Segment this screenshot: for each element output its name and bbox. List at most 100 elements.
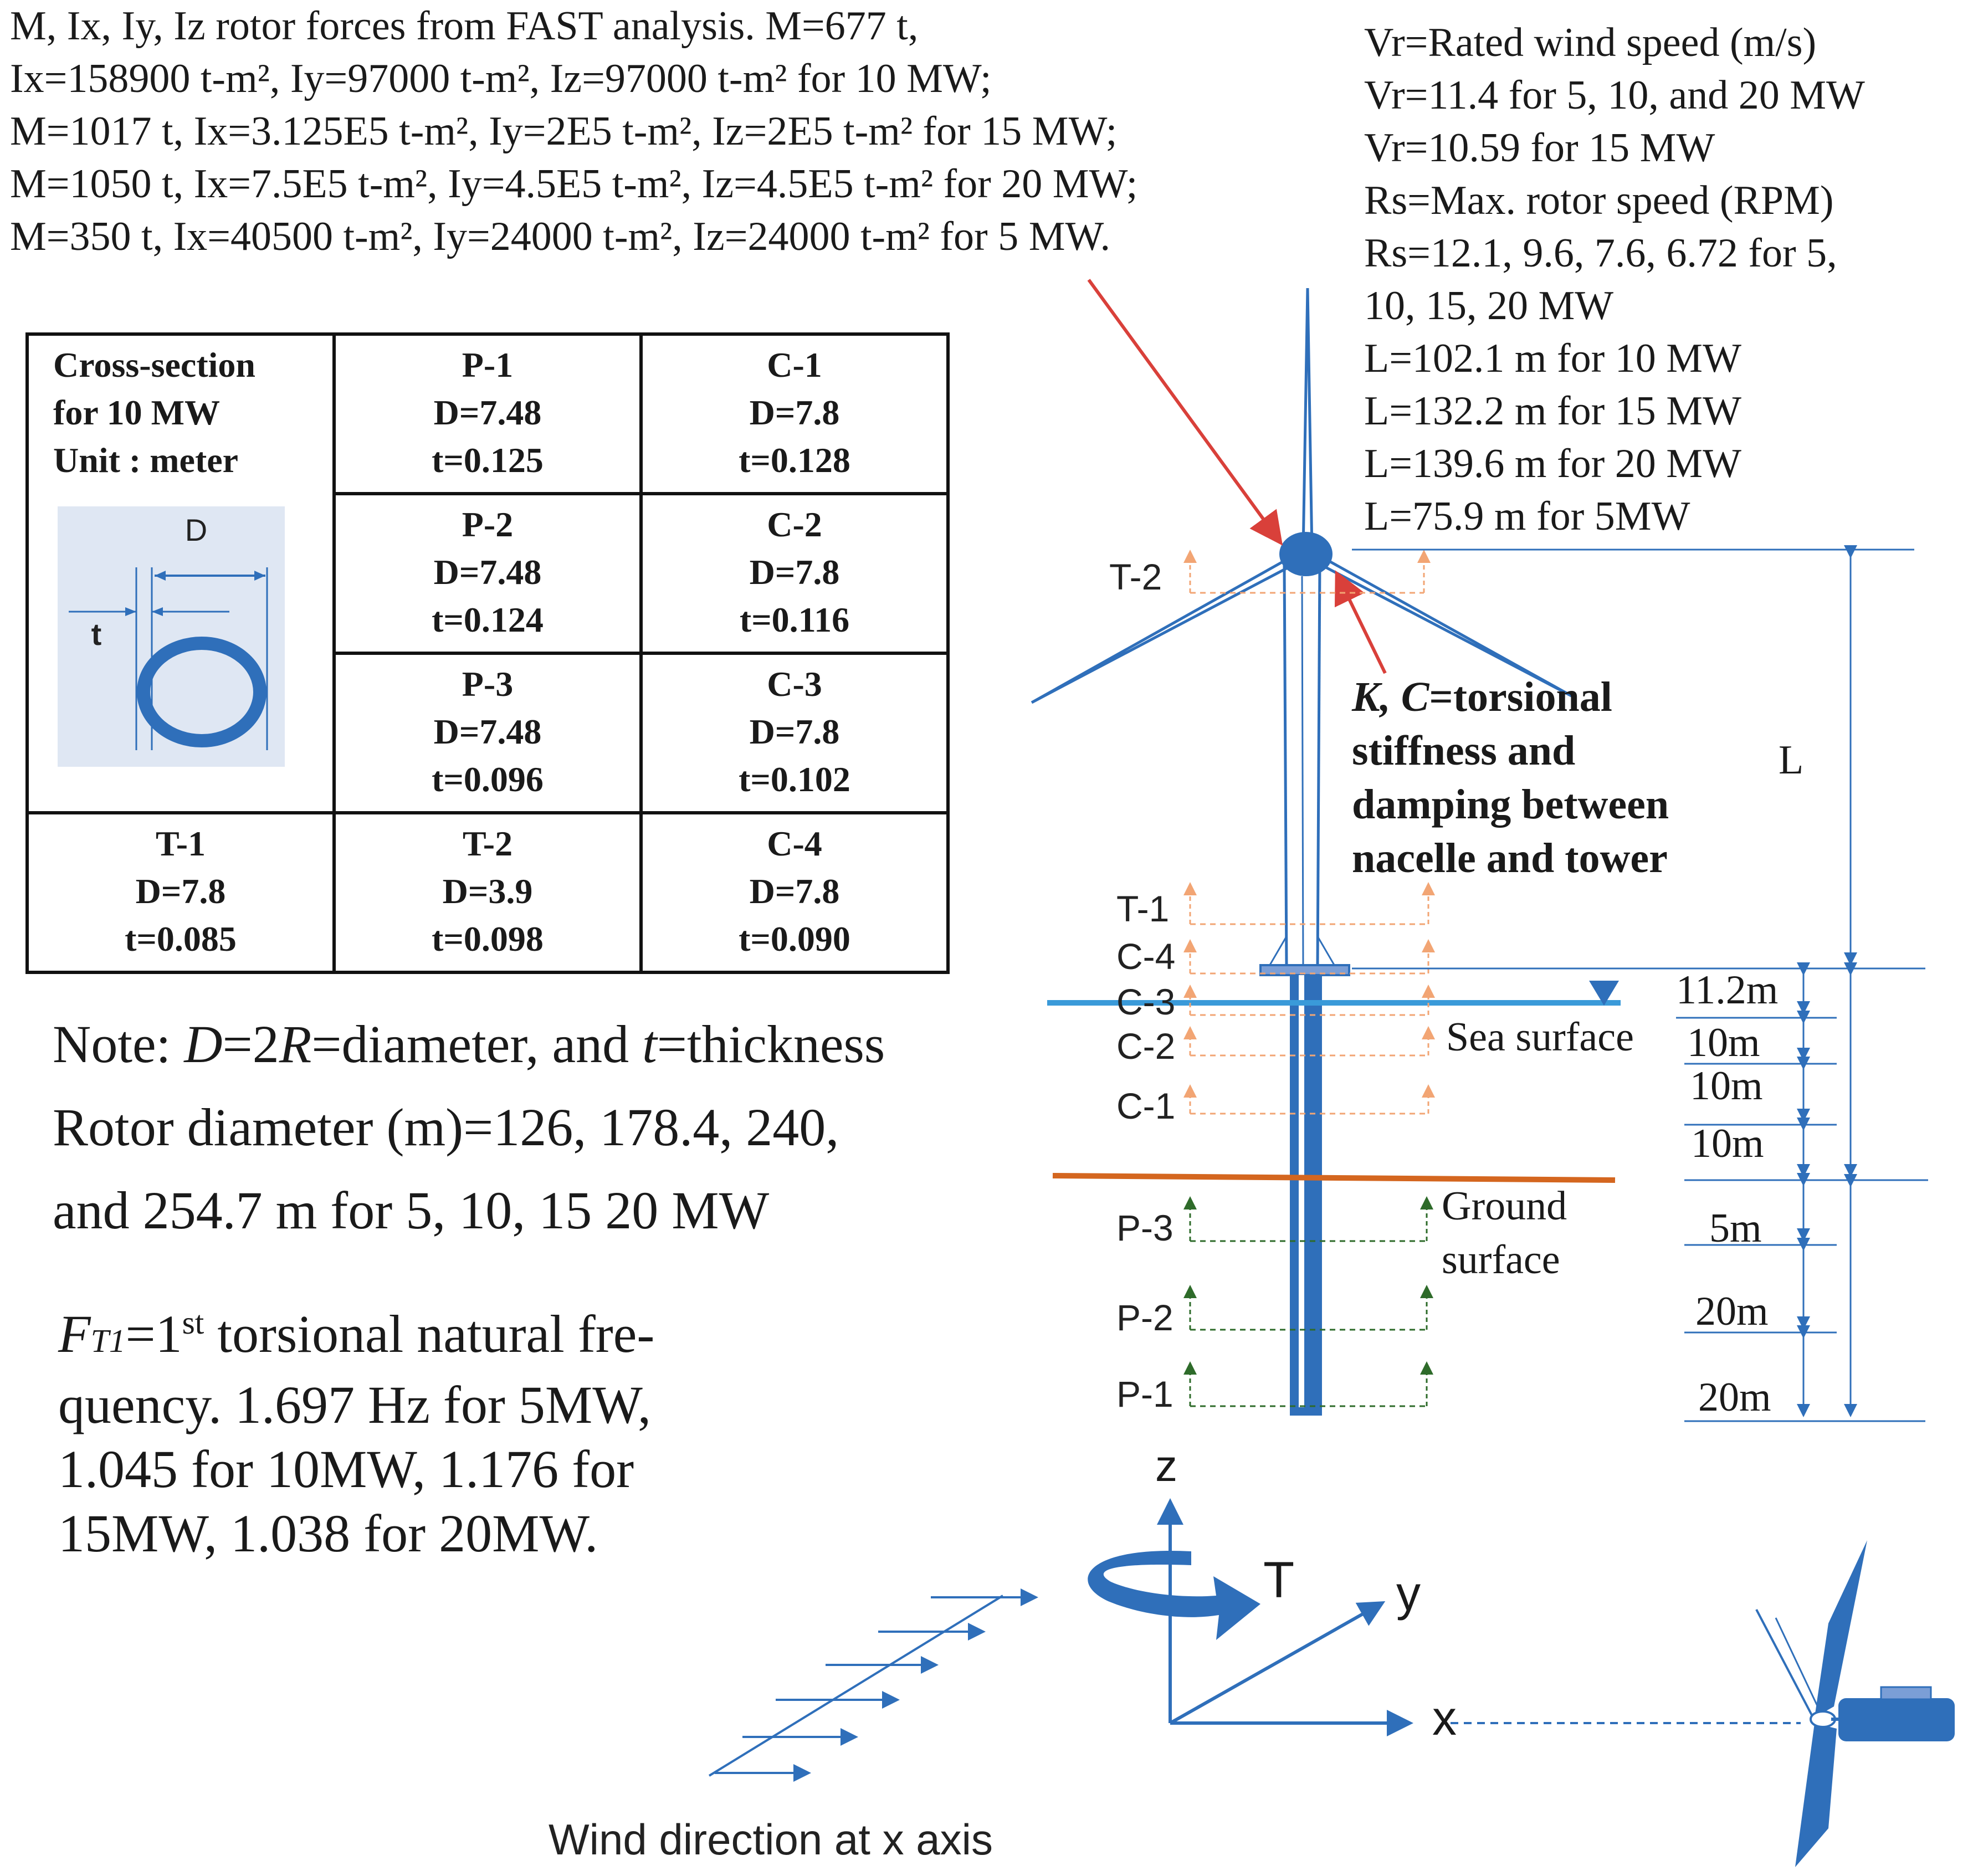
cell-p1-name: P-1	[462, 345, 514, 385]
axis-label-y: y	[1396, 1566, 1421, 1621]
axis-label-z: z	[1155, 1441, 1177, 1490]
cell-c1-name: C-1	[767, 345, 822, 385]
header-line-2: for 10 MW	[53, 393, 220, 432]
cell-c3: C-3 D=7.8 t=0.102	[639, 652, 950, 814]
sea-level-marker-icon	[1589, 981, 1619, 1006]
right-line-6: 10, 15, 20 MW	[1364, 283, 1614, 329]
torque-arrow-icon	[1088, 1550, 1260, 1640]
dim-label-5m: 5m	[1709, 1206, 1762, 1251]
dim-label-11-2m: 11.2m	[1676, 967, 1779, 1013]
right-line-7: L=102.1 m for 10 MW	[1364, 336, 1741, 381]
label-t2: T-2	[1109, 556, 1162, 597]
cell-p2-name: P-2	[462, 505, 514, 544]
rotor-diameter-line-1: Rotor diameter (m)=126, 178.4, 240,	[53, 1098, 839, 1157]
freq-rest: torsional natural fre-	[204, 1304, 655, 1364]
cell-c1-t: t=0.128	[739, 440, 850, 480]
annotation-comma: ,	[1380, 674, 1401, 720]
cell-c2-d: D=7.8	[749, 552, 840, 592]
cell-p3: P-3 D=7.48 t=0.096	[332, 652, 643, 814]
dimension-lines	[1352, 545, 1928, 1422]
wind-profile-arrows	[708, 1588, 1038, 1782]
wind-direction-caption: Wind direction at x axis	[549, 1815, 993, 1864]
cell-c4-d: D=7.8	[749, 872, 840, 911]
cell-c3-t: t=0.102	[739, 760, 850, 799]
torsional-spring-annotation: K, C=torsional stiffness and damping bet…	[1352, 670, 1669, 885]
freq-subscript: T1	[90, 1323, 126, 1359]
label-t1: T-1	[1116, 888, 1170, 929]
cell-t1-t: t=0.085	[125, 919, 237, 958]
note-prefix: Note:	[53, 1014, 185, 1074]
wind-speed-text: Vr=Rated wind speed (m/s) Vr=11.4 for 5,…	[1364, 17, 1968, 543]
torque-label-t: T	[1263, 1552, 1295, 1608]
cell-c2-name: C-2	[767, 505, 822, 544]
rotor-line-3: M=1017 t, Ix=3.125E5 t-m², Iy=2E5 t-m², …	[10, 109, 1118, 154]
cell-p3-d: D=7.48	[433, 712, 542, 751]
cell-p3-t: t=0.096	[432, 760, 544, 799]
label-p2: P-2	[1116, 1297, 1173, 1338]
dim-label-10m-b: 10m	[1690, 1063, 1763, 1109]
dim-label-10m-c: 10m	[1691, 1121, 1764, 1166]
inset-t-label: t	[91, 617, 102, 652]
note-mid1: =2	[222, 1014, 279, 1074]
t2-section-markers	[1183, 550, 1431, 594]
freq-eq: =1	[125, 1304, 182, 1364]
sea-surface-label: Sea surface	[1446, 1014, 1634, 1060]
nacelle-hub	[1279, 532, 1333, 576]
right-line-4: Rs=Max. rotor speed (RPM)	[1364, 178, 1834, 223]
cell-t2: T-2 D=3.9 t=0.098	[332, 811, 643, 974]
right-line-1: Vr=Rated wind speed (m/s)	[1364, 20, 1817, 65]
cell-c4: C-4 D=7.8 t=0.090	[639, 811, 950, 974]
inset-d-label: D	[185, 512, 207, 547]
cell-c3-d: D=7.8	[749, 712, 840, 751]
table-header-cell: Cross-section for 10 MW Unit : meter D t	[25, 332, 336, 814]
label-c4: C-4	[1116, 936, 1176, 977]
rotor-mass-pointer-arrow	[1087, 279, 1283, 546]
annotation-line-3: damping between	[1352, 781, 1669, 828]
torsional-spring-pointer-arrow	[1334, 570, 1387, 674]
cell-p2-t: t=0.124	[432, 600, 544, 639]
cell-c3-name: C-3	[767, 664, 822, 704]
annotation-rest: =torsional	[1429, 674, 1612, 720]
cell-c2: C-2 D=7.8 t=0.116	[639, 492, 950, 655]
annotation-c: C	[1401, 674, 1429, 720]
right-line-5: Rs=12.1, 9.6, 7.6, 6.72 for 5,	[1364, 230, 1837, 276]
cell-c4-t: t=0.090	[739, 919, 850, 958]
ground-surface-label-1: Ground	[1442, 1183, 1567, 1229]
rotor-line-4: M=1050 t, Ix=7.5E5 t-m², Iy=4.5E5 t-m², …	[10, 161, 1138, 207]
freq-line-3: 1.045 for 10MW, 1.176 for	[58, 1439, 634, 1499]
turbine-side-view-icon	[1451, 1540, 1955, 1867]
cell-t2-d: D=3.9	[442, 872, 533, 911]
ground-surface-label-2: surface	[1442, 1237, 1560, 1283]
note-d: D	[184, 1014, 223, 1074]
pipe-cross-section-icon: D t	[58, 506, 285, 767]
cell-c2-t: t=0.116	[739, 600, 850, 639]
rotor-diameter-line-2: and 254.7 m for 5, 10, 15 20 MW	[53, 1181, 770, 1240]
annotation-line-1: K, C=torsional	[1352, 670, 1669, 724]
cell-c1-d: D=7.8	[749, 393, 840, 432]
freq-symbol: F	[58, 1304, 91, 1364]
cell-p1: P-1 D=7.48 t=0.125	[332, 332, 643, 495]
header-line-1: Cross-section	[53, 345, 255, 385]
monopile	[1290, 975, 1322, 1416]
ground-surface-line	[1052, 1173, 1616, 1183]
note-t: t	[642, 1014, 657, 1074]
freq-sup: st	[182, 1304, 204, 1341]
label-c2: C-2	[1116, 1026, 1176, 1067]
cell-c4-name: C-4	[767, 824, 822, 863]
cell-p1-d: D=7.48	[433, 393, 542, 432]
cell-t1-d: D=7.8	[135, 872, 226, 911]
cell-p2: P-2 D=7.48 t=0.124	[332, 492, 643, 655]
tower-section-markers	[1183, 882, 1435, 1115]
cell-c1: C-1 D=7.8 t=0.128	[639, 332, 950, 495]
right-line-9: L=139.6 m for 20 MW	[1364, 441, 1741, 486]
cell-p2-d: D=7.48	[433, 552, 542, 592]
header-line-3: Unit : meter	[53, 440, 239, 480]
annotation-line-4: nacelle and tower	[1352, 835, 1668, 881]
cross-section-table: Cross-section for 10 MW Unit : meter D t	[25, 332, 950, 974]
annotation-k: K	[1352, 674, 1380, 720]
cell-t2-name: T-2	[462, 824, 513, 863]
note-line: Note: D=2R=diameter, and t=thickness	[53, 1003, 885, 1086]
note-mid2: =diameter, and	[311, 1014, 643, 1074]
dim-label-l: L	[1779, 737, 1804, 783]
